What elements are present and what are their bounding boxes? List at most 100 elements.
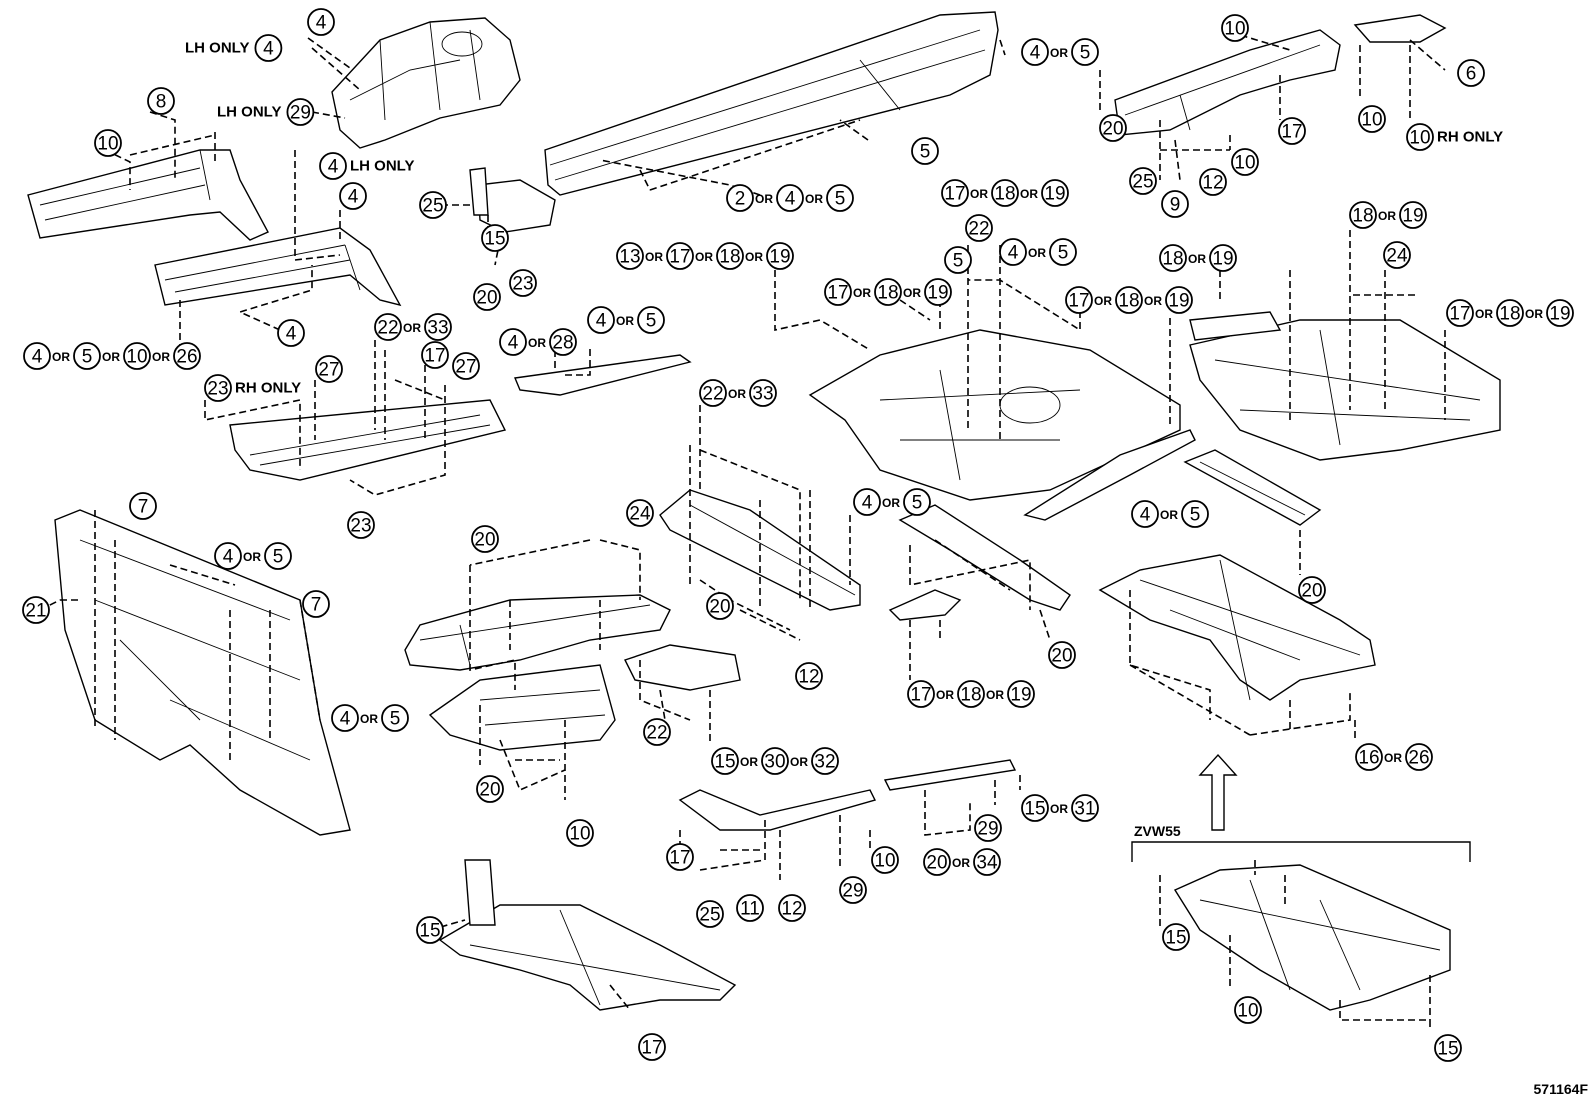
- callout-number: 8: [156, 92, 167, 113]
- callout-number: 25: [699, 905, 720, 926]
- callout-number: 26: [1408, 748, 1429, 769]
- callout-number: 19: [769, 247, 790, 268]
- callout-number: 17: [1068, 291, 1089, 312]
- callout-number: 32: [814, 752, 835, 773]
- callout-number: 10: [1224, 19, 1245, 40]
- callout-number: 17: [641, 1038, 662, 1059]
- callout-circle: [1049, 238, 1077, 266]
- or-separator: OR: [903, 286, 921, 300]
- callout-circle: [173, 342, 201, 370]
- callout-number: 28: [552, 333, 573, 354]
- callout-circle: [666, 843, 694, 871]
- callout-group-g43: 17: [421, 341, 449, 369]
- callout-number: 4: [1008, 243, 1019, 264]
- callout-circle: [811, 747, 839, 775]
- callout-number: 10: [1409, 128, 1430, 149]
- callout-group-g1: 4: [307, 8, 335, 36]
- callout-group-g21: 9: [1161, 190, 1189, 218]
- callout-group-g59: 20: [1048, 641, 1076, 669]
- callout-number: 18: [994, 184, 1015, 205]
- callout-group-g17: 10: [1221, 14, 1249, 42]
- callout-number: 23: [512, 274, 533, 295]
- callout-group-g77: 15: [1162, 923, 1190, 951]
- callout-group-g15: 5: [911, 137, 939, 165]
- callout-circle: [736, 894, 764, 922]
- callout-group-g75: 15: [416, 916, 444, 944]
- callout-circle: [626, 499, 654, 527]
- callout-circle: [587, 306, 615, 334]
- callout-circle: [1065, 286, 1093, 314]
- callout-number: 18: [1499, 304, 1520, 325]
- callout-group-g45: 23: [347, 511, 375, 539]
- callout-number: 10: [1361, 110, 1382, 131]
- callout-number: 4: [286, 324, 297, 345]
- callout-group-g13: 23: [509, 269, 537, 297]
- callout-circle: [716, 242, 744, 270]
- qualifier-label: RH ONLY: [235, 380, 301, 397]
- callout-circle: [481, 224, 509, 252]
- callout-circle: [1021, 38, 1049, 66]
- callout-circle: [1446, 299, 1474, 327]
- rocker-panel-long-part: [544, 11, 999, 196]
- callout-number: 25: [422, 196, 443, 217]
- callout-circle: [826, 184, 854, 212]
- callout-circle: [416, 916, 444, 944]
- callout-number: 20: [1301, 581, 1322, 602]
- callout-number: 15: [714, 752, 735, 773]
- callout-circle: [302, 590, 330, 618]
- callout-circle: [277, 319, 305, 347]
- callout-circle: [907, 680, 935, 708]
- callout-circle: [1021, 794, 1049, 822]
- callout-circle: [1099, 114, 1127, 142]
- callout-number: 10: [126, 347, 147, 368]
- callout-number: 31: [1074, 799, 1095, 820]
- callout-group-g50: 7: [129, 492, 157, 520]
- callout-number: 20: [709, 597, 730, 618]
- callout-circle: [944, 246, 972, 274]
- callout-number: 5: [390, 709, 401, 730]
- callout-number: 9: [1170, 195, 1181, 216]
- callout-circle: [1234, 996, 1262, 1024]
- front-floor-cross-member-part: [428, 664, 616, 751]
- callout-group-g66: 29: [974, 814, 1002, 842]
- rear-floor-pan-part: [1189, 319, 1501, 461]
- or-separator: OR: [528, 336, 546, 350]
- or-separator: OR: [952, 856, 970, 870]
- callout-group-g19: 17: [1278, 117, 1306, 145]
- callout-number: 16: [1358, 748, 1379, 769]
- callout-group-g20: 25: [1129, 167, 1157, 195]
- callout-number: 5: [912, 493, 923, 514]
- or-separator: OR: [1475, 307, 1493, 321]
- or-separator: OR: [243, 550, 261, 564]
- callout-group-g78: 10: [1234, 996, 1262, 1024]
- callout-circle: [991, 179, 1019, 207]
- floor-bracket-part: [624, 644, 741, 691]
- or-separator: OR: [853, 286, 871, 300]
- callout-circle: [264, 542, 292, 570]
- callout-circle: [331, 704, 359, 732]
- callout-circle: [1231, 148, 1259, 176]
- variant-arrow-icon: [1198, 753, 1238, 831]
- front-floor-panel-part: [229, 399, 507, 481]
- callout-group-g74: 29: [839, 876, 867, 904]
- or-separator: OR: [728, 387, 746, 401]
- zvw55-rear-suspension-member-part: [1173, 864, 1451, 1011]
- callout-number: 17: [827, 283, 848, 304]
- callout-group-g52: 21: [22, 596, 50, 624]
- or-separator: OR: [882, 496, 900, 510]
- or-separator: OR: [102, 350, 120, 364]
